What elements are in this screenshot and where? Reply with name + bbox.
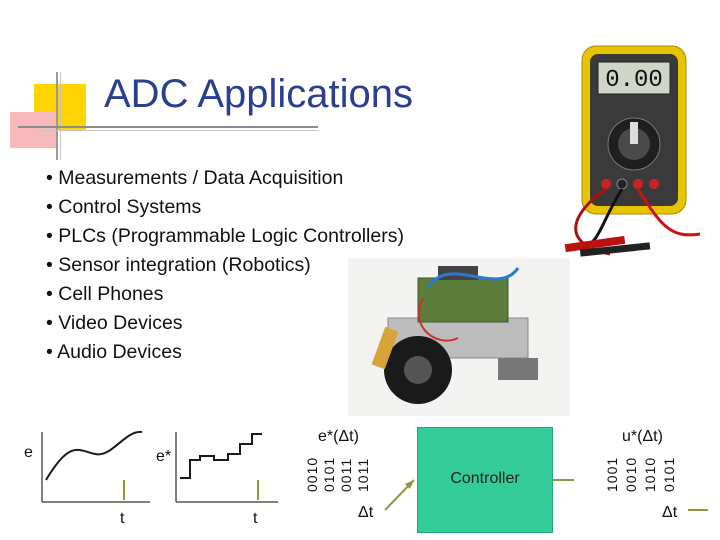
bullet-item: • Audio Devices <box>46 341 182 363</box>
bullet-item: • Control Systems <box>46 196 202 218</box>
adc-signal-diagram <box>41 430 708 511</box>
slide-title: ADC Applications <box>104 72 414 116</box>
time-label: t <box>253 510 258 527</box>
title-accent-vertical-line <box>56 72 58 160</box>
input-bits-word: 0101 <box>321 456 337 492</box>
output-bits-word: 1010 <box>642 456 658 492</box>
sampled-signal-label: e* <box>156 448 172 465</box>
bullet-item: • Video Devices <box>46 312 183 334</box>
output-bits-word: 0101 <box>661 456 677 492</box>
digital-sample-label: e*(Δt) <box>318 428 359 445</box>
title-accent-vertical-line-light <box>60 72 61 160</box>
controller-label: Controller <box>450 470 520 487</box>
continuous-signal-curve <box>45 430 143 481</box>
bullet-item: • PLCs (Programmable Logic Controllers) <box>46 225 404 247</box>
bullet-item: • Measurements / Data Acquisition <box>46 167 344 189</box>
robot-image <box>348 258 570 416</box>
title-accent-horizontal-line <box>18 126 318 128</box>
output-sample-label: u*(Δt) <box>622 428 663 445</box>
continuous-signal-label: e <box>24 444 33 461</box>
output-bits-word: 0010 <box>623 456 639 492</box>
time-label: t <box>120 510 125 527</box>
bullet-list: • Measurements / Data Acquisition • Cont… <box>46 164 404 367</box>
input-bits-word: 1011 <box>355 457 371 492</box>
delta-t-label: Δt <box>358 504 374 521</box>
multimeter-display-readout: 0.00 <box>605 67 663 94</box>
input-bits-word: 0010 <box>304 456 320 492</box>
delta-t-label: Δt <box>662 504 678 521</box>
output-bits-word: 1001 <box>604 456 620 492</box>
bullet-item: • Cell Phones <box>46 283 164 305</box>
bullet-item: • Sensor integration (Robotics) <box>46 254 311 276</box>
controller-block: Controller <box>417 427 553 533</box>
multimeter-image: 0.00 <box>564 45 701 257</box>
sampled-signal-staircase <box>180 433 262 479</box>
input-bits-word: 0011 <box>338 457 354 492</box>
title-accent-horizontal-line-light <box>38 130 318 131</box>
